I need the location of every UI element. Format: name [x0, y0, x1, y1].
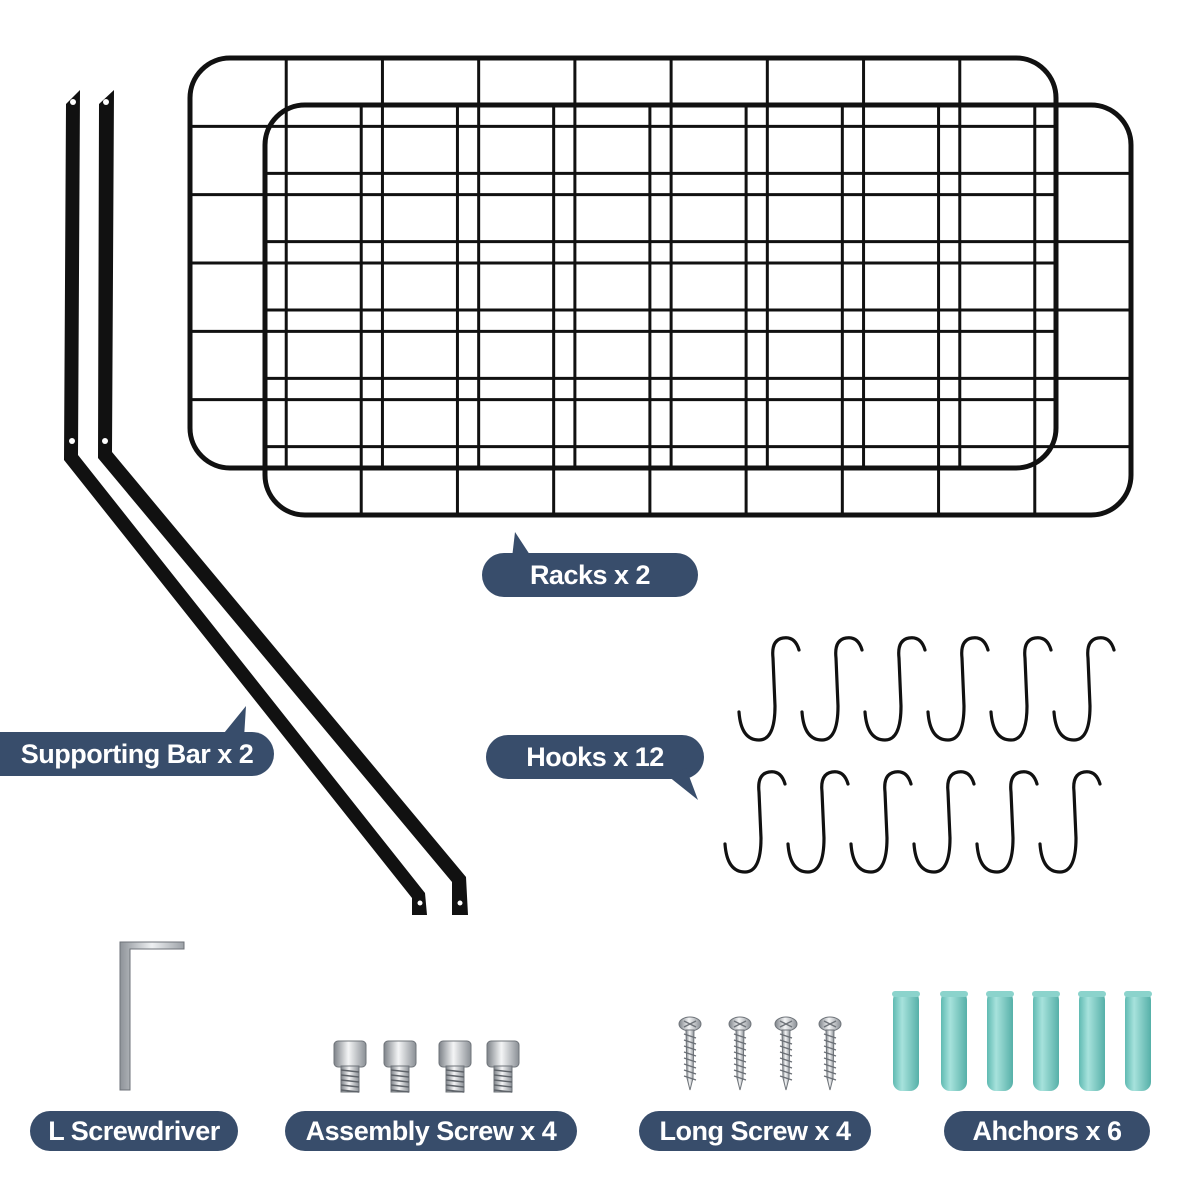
wall-anchor-icon — [940, 991, 968, 1091]
wall-anchor-icon — [892, 991, 920, 1091]
long-screws — [678, 1016, 842, 1091]
wall-anchor-icon — [1078, 991, 1106, 1091]
s-hook-icon — [800, 636, 864, 742]
hex-bolt-icon — [383, 1040, 417, 1093]
hex-bolt-icon — [333, 1040, 367, 1093]
wood-screw-icon — [818, 1016, 842, 1091]
l-screwdriver-tool — [119, 941, 185, 1091]
s-hook-icon — [786, 770, 850, 874]
s-hook-icon — [723, 770, 787, 874]
s-hook-icon — [989, 636, 1053, 742]
hex-bolt-icon — [486, 1040, 520, 1093]
hooks-label: Hooks x 12 — [486, 735, 704, 779]
wall-anchor-icon — [986, 991, 1014, 1091]
s-hook-icon — [1038, 770, 1102, 874]
s-hook-icon — [975, 770, 1039, 874]
s-hook-icon — [926, 636, 990, 742]
s-hook-icon — [912, 770, 976, 874]
hooks-group — [723, 636, 1116, 874]
s-hook-icon — [849, 770, 913, 874]
racks-label: Racks x 2 — [482, 553, 698, 597]
l-screwdriver-label: L Screwdriver — [30, 1111, 238, 1151]
assembly-screws — [333, 1040, 520, 1093]
rack-front — [262, 102, 1134, 518]
hex-bolt-icon — [438, 1040, 472, 1093]
supporting-bar-left — [64, 90, 427, 915]
supporting-bar-label: Supporting Bar x 2 — [0, 732, 274, 776]
wood-screw-icon — [678, 1016, 702, 1091]
s-hook-icon — [863, 636, 927, 742]
anchors-label: Ahchors x 6 — [944, 1111, 1150, 1151]
assembly-screw-label: Assembly Screw x 4 — [285, 1111, 577, 1151]
supporting-bar-right — [98, 90, 468, 915]
anchors — [892, 991, 1152, 1091]
rack-back — [187, 55, 1059, 471]
wall-anchor-icon — [1032, 991, 1060, 1091]
long-screw-label: Long Screw x 4 — [639, 1111, 871, 1151]
wall-anchor-icon — [1124, 991, 1152, 1091]
s-hook-icon — [1052, 636, 1116, 742]
wood-screw-icon — [728, 1016, 752, 1091]
wood-screw-icon — [774, 1016, 798, 1091]
s-hook-icon — [737, 636, 801, 742]
